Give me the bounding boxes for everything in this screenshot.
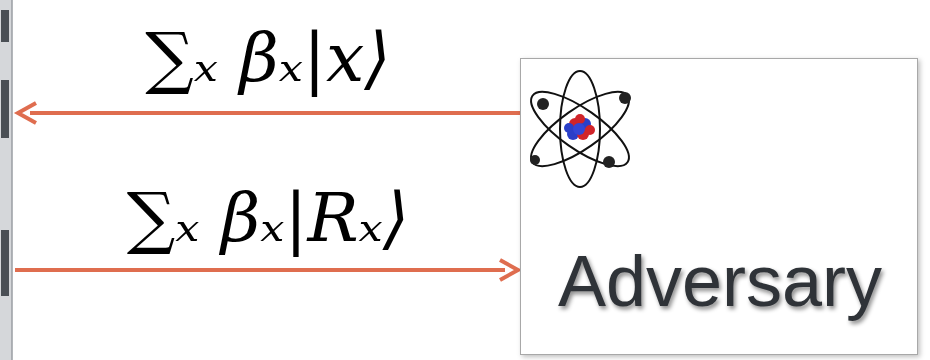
left-panel-border (11, 0, 13, 360)
left-panel-mark (1, 230, 9, 296)
arrow-head (18, 103, 36, 123)
left-panel-edge (0, 0, 12, 360)
arrow-line (15, 268, 505, 272)
left-panel-mark (1, 10, 9, 42)
arrow-line (30, 111, 520, 115)
left-panel-mark (1, 80, 9, 138)
message-label: ∑ₓ βₓ|Rₓ⟩ (127, 181, 410, 256)
message-label: ∑ₓ βₓ|x⟩ (145, 21, 391, 96)
adversary-box: Adversary (520, 58, 918, 355)
box-title: Adversary (558, 240, 882, 322)
arrow-head (500, 260, 518, 280)
